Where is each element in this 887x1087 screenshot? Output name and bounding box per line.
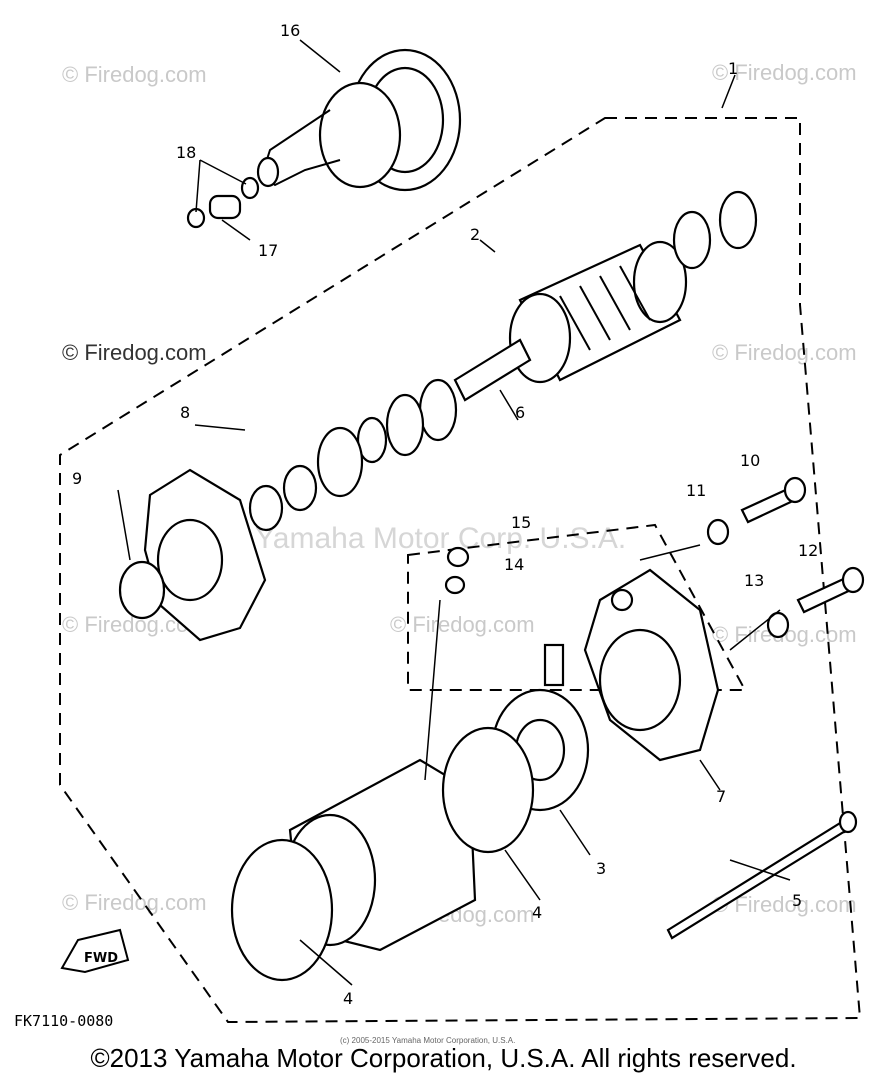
nut-15: [446, 546, 470, 568]
watermark: © Firedog.com: [62, 890, 207, 915]
callout-15: 15: [511, 513, 531, 532]
yoke: [230, 726, 535, 982]
small-copyright: (c) 2005-2015 Yamaha Motor Corporation, …: [340, 1036, 515, 1045]
watermark: © Firedog.com: [62, 62, 207, 87]
spring-and-washers: [186, 159, 260, 241]
callout-4b: 4: [343, 989, 353, 1008]
callout-16: 16: [280, 21, 300, 40]
center-watermark: Yamaha Motor Corp. U.S.A.: [255, 522, 626, 555]
callout-9: 9: [72, 469, 82, 488]
washer-11: [706, 518, 730, 546]
callout-17: 17: [258, 241, 278, 260]
callout-2: 2: [470, 225, 480, 244]
callout-7: 7: [716, 787, 726, 806]
armature: [453, 190, 758, 402]
starter-clutch-gear: [256, 48, 462, 192]
shim-washers: [248, 378, 458, 532]
washer-14: [444, 575, 466, 595]
subassembly-outline: [407, 523, 747, 691]
fwd-arrow: FWD: [60, 928, 130, 974]
rear-cover: [583, 568, 720, 762]
washer-13: [766, 611, 790, 639]
assembly-outline: [59, 117, 862, 1024]
through-bolt-5: [666, 810, 858, 940]
watermark: © Firedog.com: [62, 340, 207, 365]
callout-3: 3: [596, 859, 606, 878]
watermark: © Firedog.com: [390, 612, 535, 637]
callout-18: 18: [176, 143, 196, 162]
callout-13: 13: [744, 571, 764, 590]
callout-5: 5: [792, 891, 802, 910]
callout-1: 1: [728, 59, 738, 78]
callout-14: 14: [504, 555, 524, 574]
watermark: © Firedog.com: [712, 60, 857, 85]
copyright-footer: ©2013 Yamaha Motor Corporation, U.S.A. A…: [90, 1043, 797, 1073]
bolt-12: [796, 566, 865, 614]
callout-12: 12: [798, 541, 818, 560]
callout-8: 8: [180, 403, 190, 422]
svg-text:FWD: FWD: [84, 951, 118, 966]
callout-11: 11: [686, 481, 706, 500]
reference-code: FK7110-0080: [14, 1012, 113, 1030]
leader-lines: [117, 39, 791, 986]
callout-10: 10: [740, 451, 760, 470]
front-cover: [118, 468, 267, 642]
callout-6: 6: [515, 403, 525, 422]
bolt-10: [740, 476, 807, 524]
watermark: © Firedog.com: [712, 340, 857, 365]
callout-4: 4: [532, 903, 542, 922]
